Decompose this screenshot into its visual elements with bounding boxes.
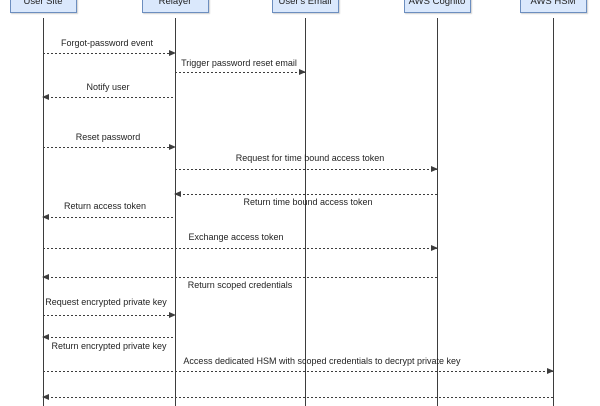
message-arrow-request-encrypted-private-key <box>43 312 176 318</box>
message-arrow-return-encrypted-private-key <box>42 334 175 340</box>
arrowhead-left-icon <box>42 94 49 100</box>
arrowhead-left-icon <box>42 274 49 280</box>
lifeline-aws-hsm <box>552 18 554 406</box>
message-label-return-time-bound-token: Return time bound access token <box>243 197 373 207</box>
message-arrow-return-scoped-credentials <box>42 274 437 280</box>
message-label-access-dedicated-hsm: Access dedicated HSM with scoped credent… <box>183 356 461 366</box>
lifeline-user-site <box>42 18 44 406</box>
arrowhead-left-icon <box>174 191 181 197</box>
arrowhead-right-icon <box>547 368 554 374</box>
arrowhead-right-icon <box>431 245 438 251</box>
participant-relayer: Relayer <box>141 0 209 13</box>
message-arrow-hsm-return <box>42 394 553 400</box>
participant-label: User Site <box>23 0 63 7</box>
arrowhead-right-icon <box>169 50 176 56</box>
message-label-exchange-access-token: Exchange access token <box>188 232 284 242</box>
message-arrow-notify-user <box>42 94 175 100</box>
lifeline-relayer <box>174 18 176 406</box>
message-label-request-time-bound-token: Request for time bound access token <box>235 153 385 163</box>
arrowhead-left-icon <box>42 334 49 340</box>
lifeline-aws-cognito <box>436 18 438 406</box>
message-label-forgot-password-event: Forgot-password event <box>60 38 154 48</box>
arrowhead-left-icon <box>42 394 49 400</box>
message-label-request-encrypted-private-key: Request encrypted private key <box>45 297 167 307</box>
message-arrow-return-time-bound-token <box>174 191 437 197</box>
participant-label: Relayer <box>158 0 192 7</box>
arrowhead-right-icon <box>431 166 438 172</box>
participant-user-site: User Site <box>9 0 77 13</box>
participant-users-email: User's Email <box>271 0 339 13</box>
message-label-trigger-password-reset-email: Trigger password reset email <box>181 58 297 68</box>
arrowhead-right-icon <box>299 69 306 75</box>
arrowhead-right-icon <box>169 312 176 318</box>
participant-label: AWS HSM <box>530 0 576 7</box>
participant-label: AWS Cognito <box>408 0 466 7</box>
message-arrow-reset-password <box>43 144 176 150</box>
message-label-notify-user: Notify user <box>86 82 130 92</box>
arrowhead-left-icon <box>42 214 49 220</box>
message-label-return-scoped-credentials: Return scoped credentials <box>187 280 293 290</box>
arrowhead-right-icon <box>169 144 176 150</box>
message-arrow-access-dedicated-hsm <box>43 368 554 374</box>
participant-label: User's Email <box>278 0 332 7</box>
lifeline-users-email <box>304 18 306 406</box>
message-arrow-return-access-token <box>42 214 175 220</box>
participant-aws-cognito: AWS Cognito <box>403 0 471 13</box>
message-label-reset-password: Reset password <box>75 132 141 142</box>
message-label-return-encrypted-private-key: Return encrypted private key <box>51 341 167 351</box>
participant-aws-hsm: AWS HSM <box>519 0 587 13</box>
message-arrow-forgot-password-event <box>43 50 176 56</box>
message-arrow-exchange-access-token <box>43 245 438 251</box>
message-label-return-access-token: Return access token <box>63 201 147 211</box>
message-arrow-request-time-bound-token <box>175 166 438 172</box>
message-arrow-trigger-password-reset-email <box>175 69 306 75</box>
